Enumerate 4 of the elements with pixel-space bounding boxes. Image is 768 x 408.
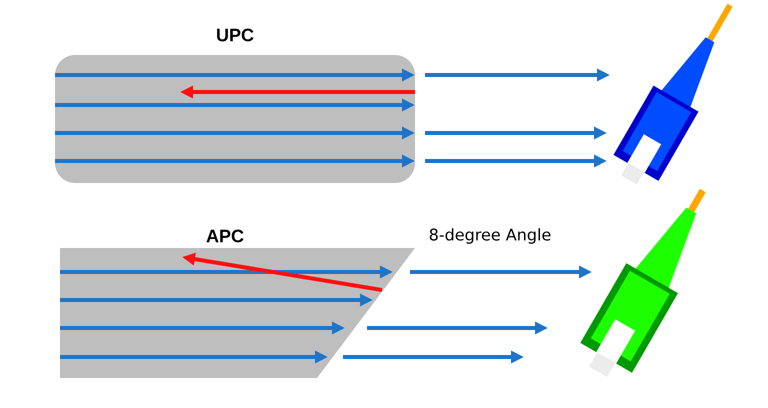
section-title: UPC: [217, 28, 254, 42]
section-title: APC: [206, 230, 244, 242]
end-face-drawing: [60, 248, 415, 378]
angle-label: 8-degree Angle: [430, 228, 550, 244]
